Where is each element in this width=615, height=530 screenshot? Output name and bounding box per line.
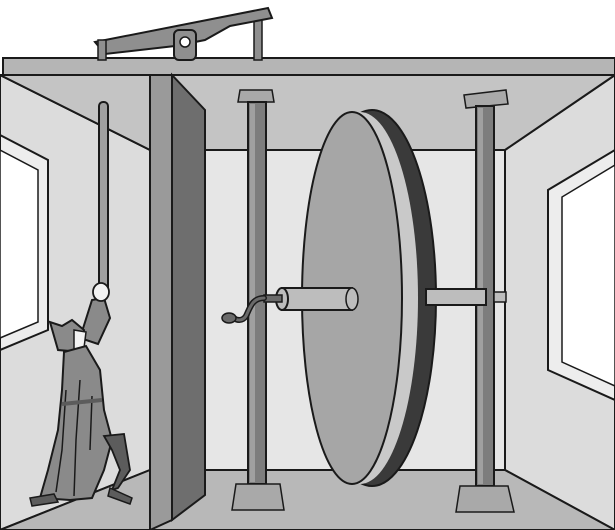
- ceiling-beam: [3, 58, 615, 75]
- axle-hub: [276, 288, 358, 310]
- lever-post-left: [98, 40, 106, 60]
- left-post-base: [232, 484, 284, 510]
- figure-hand: [93, 283, 109, 301]
- lever-pivot: [180, 37, 190, 47]
- partition-side: [172, 75, 205, 520]
- pull-rod: [99, 102, 108, 292]
- left-post-cap: [238, 90, 274, 102]
- pull-rod-icon: [99, 102, 108, 292]
- axle-hub-cap: [346, 288, 358, 310]
- partition-front: [150, 75, 172, 530]
- left-post-shaft-highlight: [250, 104, 255, 482]
- crank-grip: [222, 313, 236, 323]
- axle-hub-shaft: [282, 288, 352, 310]
- axle-right-stub: [494, 292, 506, 302]
- axle-right: [426, 289, 506, 305]
- left-window-opening: [0, 150, 38, 338]
- axle-right-shaft: [426, 289, 486, 305]
- right-window-opening: [562, 165, 615, 386]
- lever-icon: [95, 8, 272, 60]
- right-post-base: [456, 486, 514, 512]
